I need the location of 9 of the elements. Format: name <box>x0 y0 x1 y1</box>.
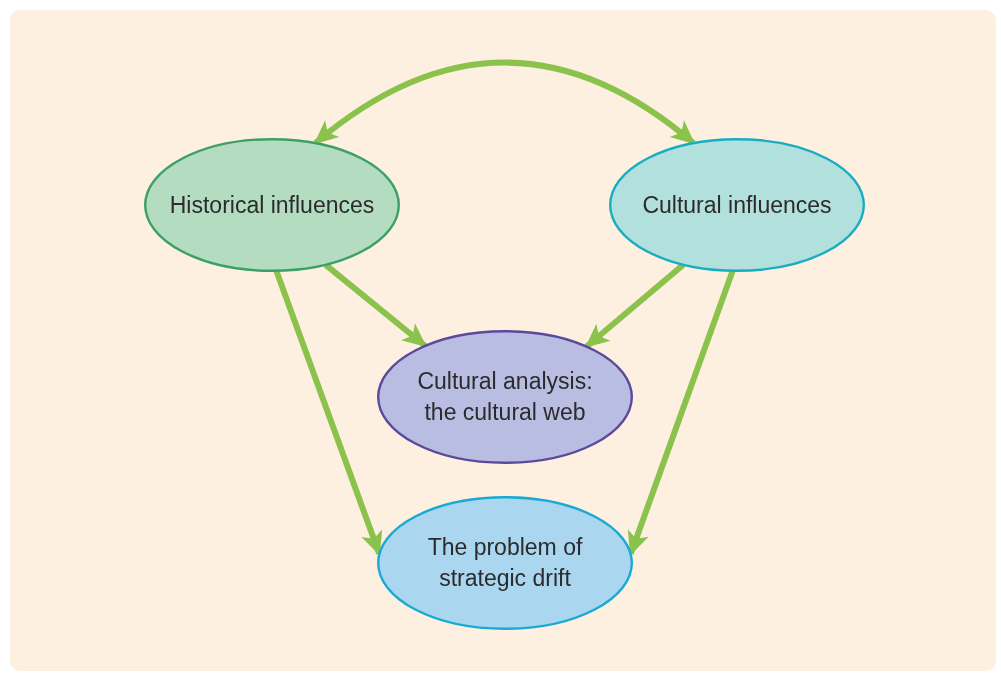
oval-node <box>144 138 400 272</box>
oval-node <box>609 138 865 272</box>
node-label: Cultural influences <box>641 190 833 220</box>
oval-node <box>377 330 633 464</box>
node-label: Historical influences <box>168 190 376 220</box>
node-label: The problem of strategic drift <box>426 533 584 593</box>
oval-node <box>377 496 633 630</box>
node-label: Cultural analysis: the cultural web <box>416 367 594 427</box>
arrow <box>584 262 686 349</box>
